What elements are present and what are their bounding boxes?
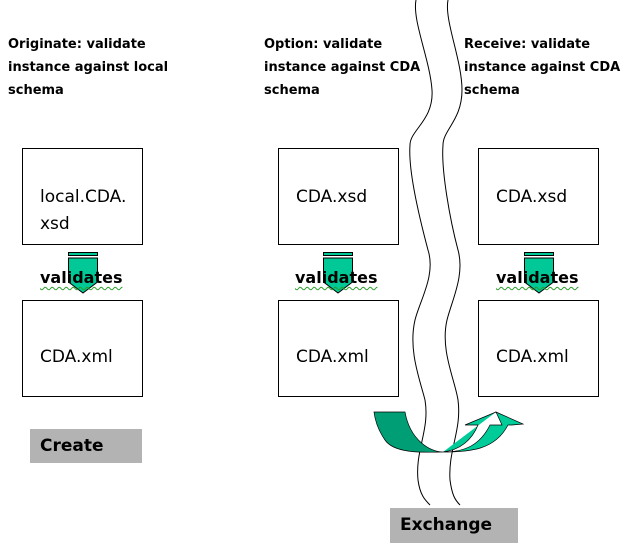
schema-file-label: CDA.xsd bbox=[296, 187, 368, 207]
option-schema-box: CDA.xsd bbox=[278, 148, 399, 245]
instance-file-label: CDA.xml bbox=[296, 347, 369, 367]
validates-arrow-icon bbox=[524, 252, 554, 294]
receive-instance-box: CDA.xml bbox=[478, 300, 599, 397]
exchange-arrow-left-half bbox=[373, 411, 444, 453]
schema-file-label: CDA.xsd bbox=[496, 187, 568, 207]
instance-file-label: CDA.xml bbox=[40, 347, 113, 367]
schema-file-label: local.CDA. bbox=[40, 187, 127, 207]
validates-arrow-icon bbox=[323, 252, 353, 294]
instance-file-label: CDA.xml bbox=[496, 347, 569, 367]
heading-line: instance against CDA bbox=[464, 60, 621, 75]
originate-heading: Originate: validate instance against loc… bbox=[8, 33, 168, 102]
heading-line: instance against local bbox=[8, 60, 169, 75]
create-tag: Create bbox=[30, 429, 142, 463]
heading-line: schema bbox=[8, 83, 64, 98]
heading-line: Option: validate bbox=[264, 37, 383, 52]
option-heading: Option: validate instance against CDA sc… bbox=[264, 33, 420, 102]
exchange-tag: Exchange bbox=[390, 508, 518, 543]
heading-line: Receive: validate bbox=[464, 37, 591, 52]
heading-line: Originate: validate bbox=[8, 37, 146, 52]
validates-label: validates bbox=[295, 268, 378, 287]
option-instance-box: CDA.xml bbox=[278, 300, 399, 397]
heading-line: schema bbox=[264, 83, 320, 98]
validates-arrow-icon bbox=[68, 252, 98, 294]
schema-file-label: xsd bbox=[40, 214, 70, 234]
originate-schema-box: local.CDA. xsd bbox=[22, 148, 143, 245]
validates-label: validates bbox=[40, 268, 123, 287]
validates-label: validates bbox=[496, 268, 579, 287]
receive-heading: Receive: validate instance against CDA s… bbox=[464, 33, 620, 102]
receive-schema-box: CDA.xsd bbox=[478, 148, 599, 245]
heading-line: schema bbox=[464, 83, 520, 98]
channel-left-line bbox=[409, 0, 433, 506]
exchange-arrow-right-half bbox=[442, 411, 525, 453]
originate-instance-box: CDA.xml bbox=[22, 300, 143, 397]
heading-line: instance against CDA bbox=[264, 60, 421, 75]
channel-right-line bbox=[442, 0, 463, 506]
